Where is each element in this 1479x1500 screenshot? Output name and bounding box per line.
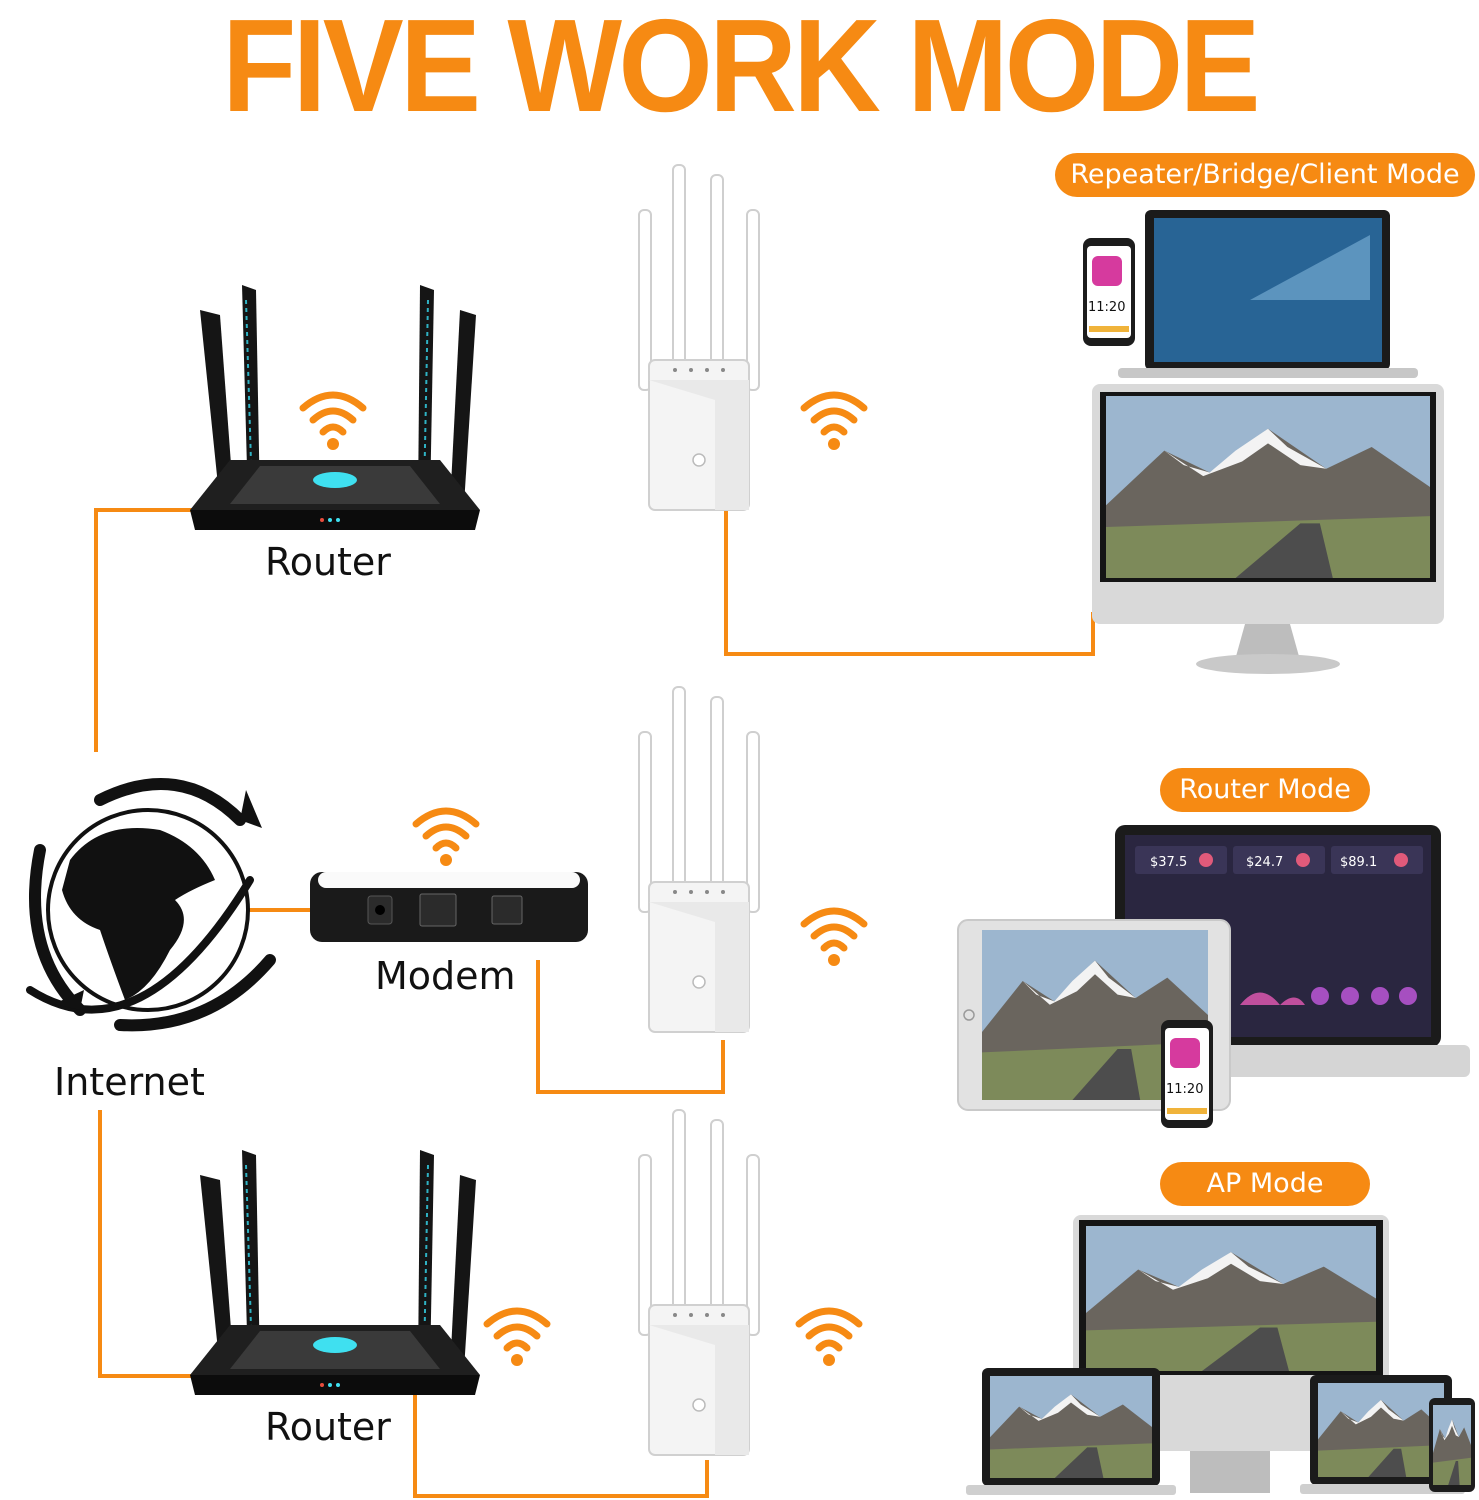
wire-router-extender	[413, 1390, 709, 1498]
laptop-icon	[1118, 210, 1418, 378]
wifi-icon	[303, 395, 363, 450]
wifi-icon	[804, 911, 864, 966]
extender-2	[638, 686, 760, 1033]
mode-pill-ap: AP Mode	[1160, 1162, 1370, 1206]
globe-icon	[26, 778, 276, 1032]
wire-internet-router-bottom	[98, 1110, 192, 1378]
wifi-icon	[799, 1311, 859, 1366]
dashboard-value-3: $89.1	[1340, 855, 1377, 870]
extender-3	[638, 1109, 760, 1456]
laptop-icon	[966, 1368, 1176, 1495]
mode-pill-router: Router Mode	[1160, 768, 1370, 812]
headline: FIVE WORK MODE	[222, 0, 1260, 139]
wire-router-internet	[94, 508, 192, 752]
phone-icon: 11:20	[1161, 1020, 1213, 1128]
phone-icon	[1429, 1398, 1475, 1492]
phone-icon: 11:20	[1083, 238, 1135, 346]
wifi-icon	[487, 1311, 547, 1366]
internet-label: Internet	[54, 1060, 205, 1104]
extender-1	[638, 164, 760, 511]
phone-time: 11:20	[1088, 300, 1125, 315]
dashboard-value-2: $24.7	[1246, 855, 1283, 870]
monitor-icon	[1092, 384, 1444, 674]
wire-extender-monitor	[724, 508, 1095, 656]
wifi-icon	[804, 395, 864, 450]
modem-icon	[310, 872, 588, 942]
router-bottom-label: Router	[265, 1405, 391, 1449]
wire-modem-extender	[536, 960, 725, 1094]
wifi-icon	[416, 811, 476, 866]
dashboard-value-1: $37.5	[1150, 855, 1187, 870]
router-bottom	[189, 1149, 481, 1396]
modem-label: Modem	[375, 954, 516, 998]
router-top-label: Router	[265, 540, 391, 584]
phone-time: 11:20	[1166, 1082, 1203, 1097]
mode-pill-repeater: Repeater/Bridge/Client Mode	[1055, 153, 1475, 197]
laptop-icon	[1300, 1375, 1465, 1494]
